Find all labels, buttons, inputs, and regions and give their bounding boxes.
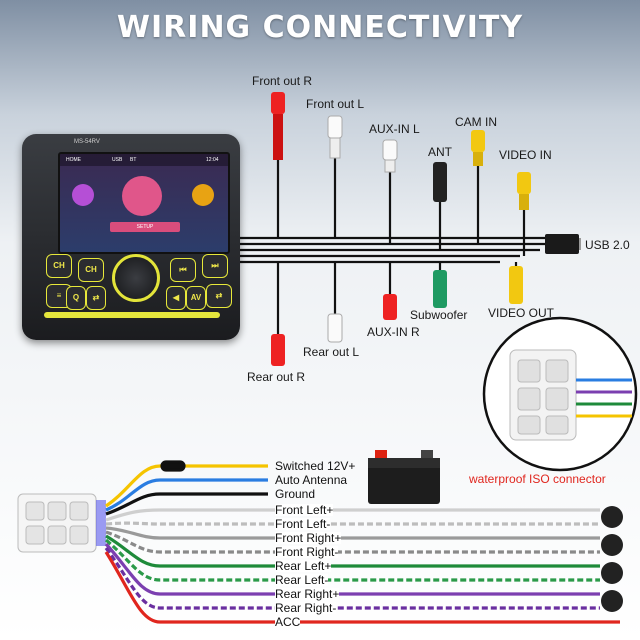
shuffle-button[interactable]: ⇄	[86, 286, 106, 310]
rca-plug-front-r	[271, 92, 285, 160]
volume-knob[interactable]	[112, 254, 160, 302]
wire-label-acc: ACC	[275, 615, 301, 629]
iso-connector-caption: waterproof ISO connector	[469, 472, 606, 486]
led-strip	[44, 312, 220, 318]
touch-screen[interactable]: HOME USB BT 12:04 SETUP	[58, 152, 230, 254]
rca-plug-video-out	[509, 266, 523, 304]
ant-jack	[433, 162, 447, 202]
ch-up-button[interactable]: CH	[46, 254, 72, 278]
wire-label-rear-right-minus: Rear Right-	[275, 601, 337, 615]
mute-button[interactable]: ◀	[166, 286, 186, 310]
prev-track-button[interactable]: ⏮	[170, 258, 196, 282]
label-rear-out-r: Rear out R	[247, 370, 306, 384]
setup-button[interactable]: SETUP	[110, 222, 180, 232]
rca-plug-sub	[433, 270, 447, 308]
clock: 12:04	[206, 157, 219, 163]
label-aux-in-l: AUX-IN L	[369, 122, 420, 136]
iso-plug	[17, 493, 106, 553]
page-title: WIRING CONNECTIVITY	[116, 10, 524, 45]
speaker-icon	[601, 534, 623, 556]
speaker-icon	[601, 506, 623, 528]
wire-label-rear-left-plus: Rear Left+	[275, 559, 332, 573]
label-rear-out-l: Rear out L	[303, 345, 360, 359]
search-button[interactable]: Q	[66, 286, 86, 310]
speaker-icon	[601, 562, 623, 584]
label-cam-in: CAM IN	[455, 115, 497, 129]
home-tab[interactable]: HOME	[66, 157, 81, 163]
label-subwoofer: Subwoofer	[410, 308, 468, 322]
mode-button[interactable]: ⇄	[206, 284, 232, 308]
rca-plug-rear-l	[327, 313, 343, 343]
rca-plug-aux-r	[383, 294, 397, 320]
label-ant: ANT	[428, 145, 452, 159]
wire-label-rear-left-minus: Rear Left-	[275, 573, 329, 587]
radio-app-icon[interactable]	[72, 184, 94, 206]
model-label: MS-54RV	[74, 139, 100, 145]
label-front-out-r: Front out R	[252, 74, 313, 88]
battery-icon	[368, 450, 440, 504]
bt-status: BT	[130, 157, 137, 163]
usb-plug	[545, 234, 581, 254]
av-button[interactable]: AV	[186, 286, 206, 310]
rca-plug-video-in	[517, 172, 531, 210]
wire-label-front-right-minus: Front Right-	[275, 545, 339, 559]
label-front-out-l: Front out L	[306, 97, 365, 111]
speaker-icon	[601, 590, 623, 612]
label-video-in: VIDEO IN	[499, 148, 552, 162]
rca-plug-aux-l	[382, 139, 398, 173]
wire-label-auto-antenna: Auto Antenna	[275, 473, 348, 487]
wire-label-front-right-plus: Front Right+	[275, 531, 342, 545]
rca-plug-rear-r	[271, 334, 285, 366]
wire-label-front-left-minus: Front Left-	[275, 517, 331, 531]
iso-connector-block	[509, 349, 632, 441]
wire-label-switched-12v: Switched 12V+	[275, 459, 356, 473]
wire-label-rear-right-plus: Rear Right+	[275, 587, 340, 601]
ch-down-button[interactable]: CH	[78, 258, 104, 282]
wire-label-front-left-plus: Front Left+	[275, 503, 334, 517]
rca-plug-cam	[471, 130, 485, 166]
status-bar: HOME USB BT 12:04	[60, 154, 228, 166]
label-aux-in-r: AUX-IN R	[367, 325, 420, 339]
settings-app-icon[interactable]	[122, 176, 162, 216]
next-track-button[interactable]: ⏭	[202, 254, 228, 278]
label-video-out: VIDEO OUT	[488, 306, 555, 320]
label-usb: USB 2.0	[585, 238, 630, 252]
wire-label-ground: Ground	[275, 487, 316, 501]
usb-status: USB	[112, 157, 123, 163]
head-unit: MS-54RV HOME USB BT 12:04 SETUP CH CH ⏮ …	[22, 134, 240, 340]
rca-plug-front-l	[327, 115, 343, 159]
bluetooth-app-icon[interactable]	[192, 184, 214, 206]
